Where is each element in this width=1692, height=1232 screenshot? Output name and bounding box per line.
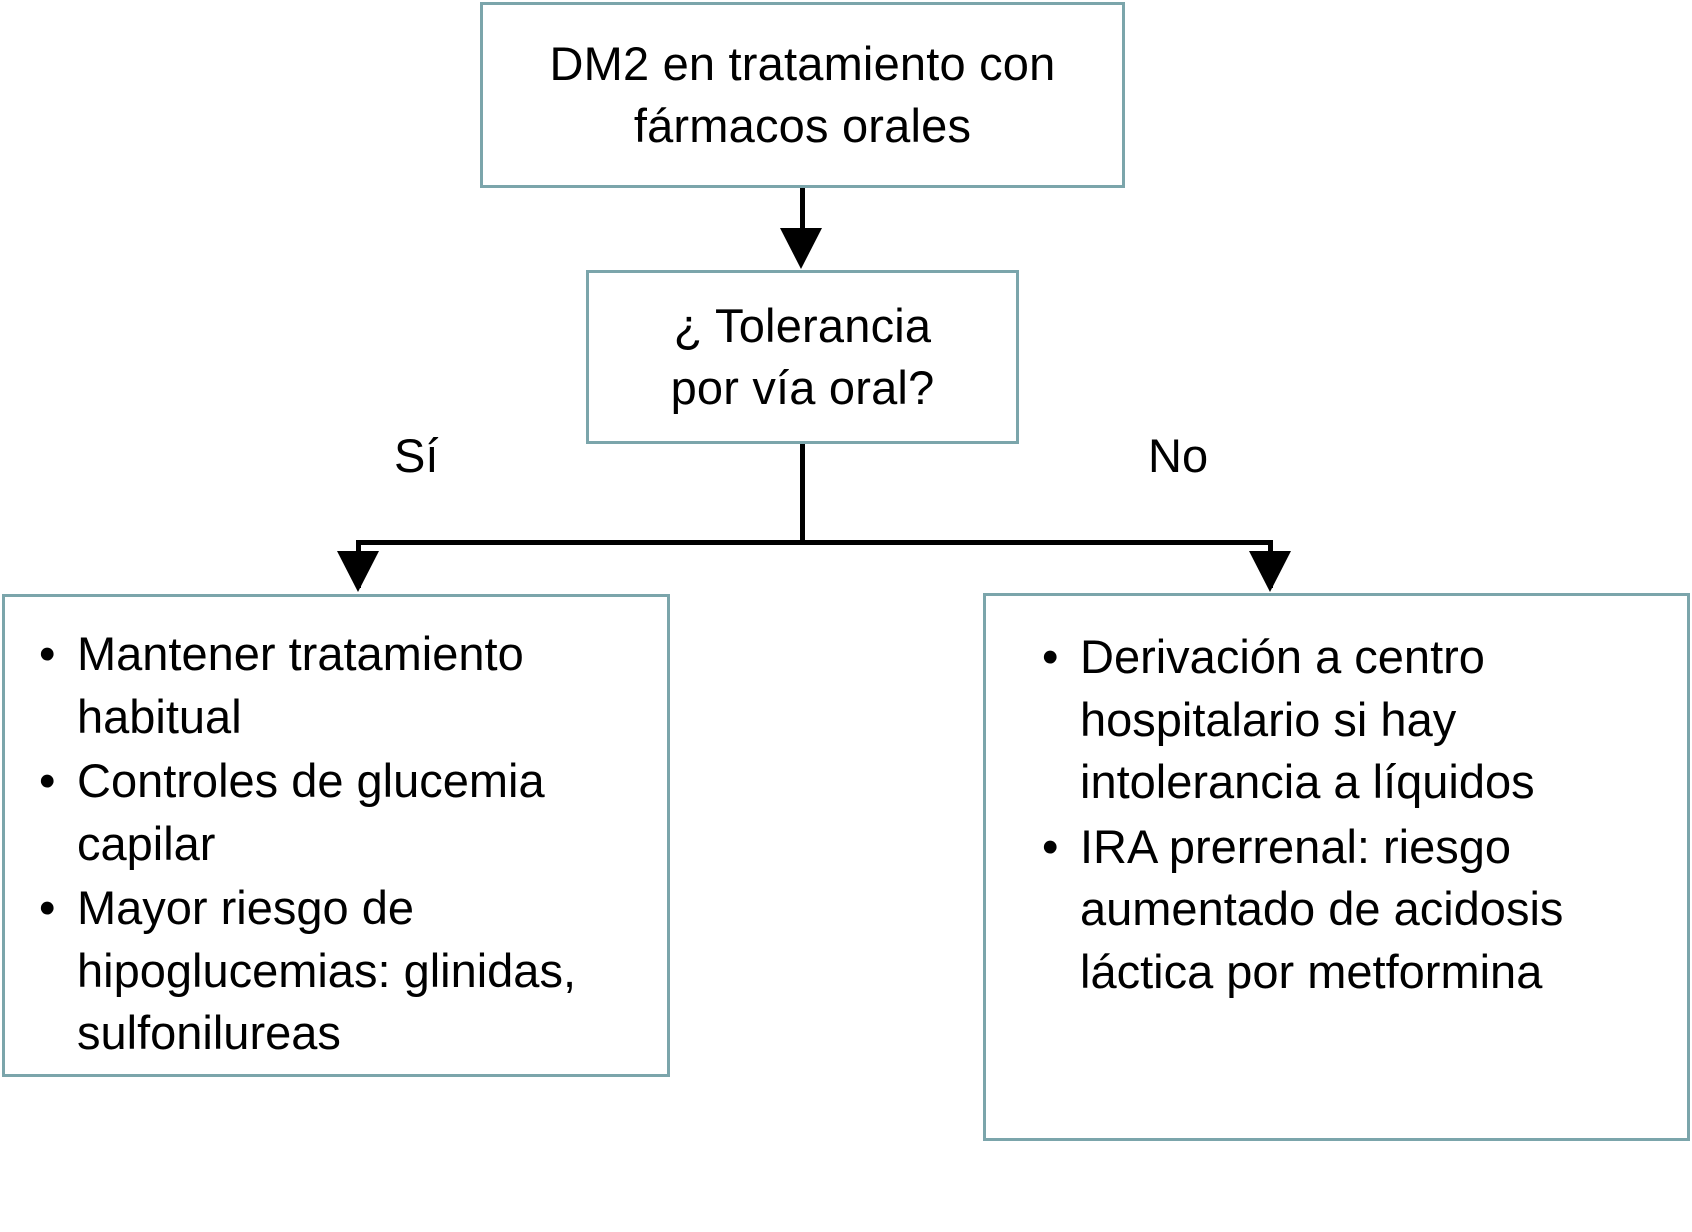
bullet-icon: • xyxy=(39,754,56,807)
list-item-text: Controles de glucemia capilar xyxy=(77,754,545,870)
arrowhead-down-icon xyxy=(780,228,822,269)
connector-decision-stem xyxy=(800,444,805,542)
arrowhead-down-yes-icon xyxy=(337,551,379,592)
branch-label-yes: Sí xyxy=(394,429,439,482)
list-item-text: Mantener tratamiento habitual xyxy=(77,627,524,743)
connector-branch-split xyxy=(358,540,1273,545)
node-start-dm2: DM2 en tratamiento con fármacos orales xyxy=(480,2,1125,188)
list-item-text: IRA prerrenal: riesgo aumentado de acido… xyxy=(1080,819,1564,998)
outcome-yes-list: • Mantener tratamiento habitual • Contro… xyxy=(5,597,667,1067)
arrowhead-down-no-icon xyxy=(1249,551,1291,592)
list-item: • Derivación a centro hospitalario si ha… xyxy=(1042,626,1669,814)
list-item-text: Mayor riesgo de hipoglucemias: glinidas,… xyxy=(77,881,577,1059)
list-item: • Mantener tratamiento habitual xyxy=(39,623,649,748)
bullet-icon: • xyxy=(39,627,56,680)
connector-start-to-decision xyxy=(800,188,805,238)
node-start-label: DM2 en tratamiento con fármacos orales xyxy=(549,36,1056,152)
bullet-icon: • xyxy=(1042,630,1059,683)
bullet-icon: • xyxy=(39,881,56,934)
list-item: • IRA prerrenal: riesgo aumentado de aci… xyxy=(1042,816,1669,1004)
bullet-icon: • xyxy=(1042,819,1059,873)
node-decision-label: ¿ Tolerancia por vía oral? xyxy=(670,298,935,414)
list-item-text: Derivación a centro hospitalario si hay … xyxy=(1080,630,1535,808)
outcome-no-list: • Derivación a centro hospitalario si ha… xyxy=(986,596,1687,1005)
list-item: • Controles de glucemia capilar xyxy=(39,750,649,875)
branch-label-no: No xyxy=(1148,429,1209,482)
node-decision-tolerancia-oral: ¿ Tolerancia por vía oral? xyxy=(586,270,1019,444)
node-outcome-yes: • Mantener tratamiento habitual • Contro… xyxy=(2,594,670,1077)
node-outcome-no: • Derivación a centro hospitalario si ha… xyxy=(983,593,1690,1141)
list-item: • Mayor riesgo de hipoglucemias: glinida… xyxy=(39,877,649,1065)
